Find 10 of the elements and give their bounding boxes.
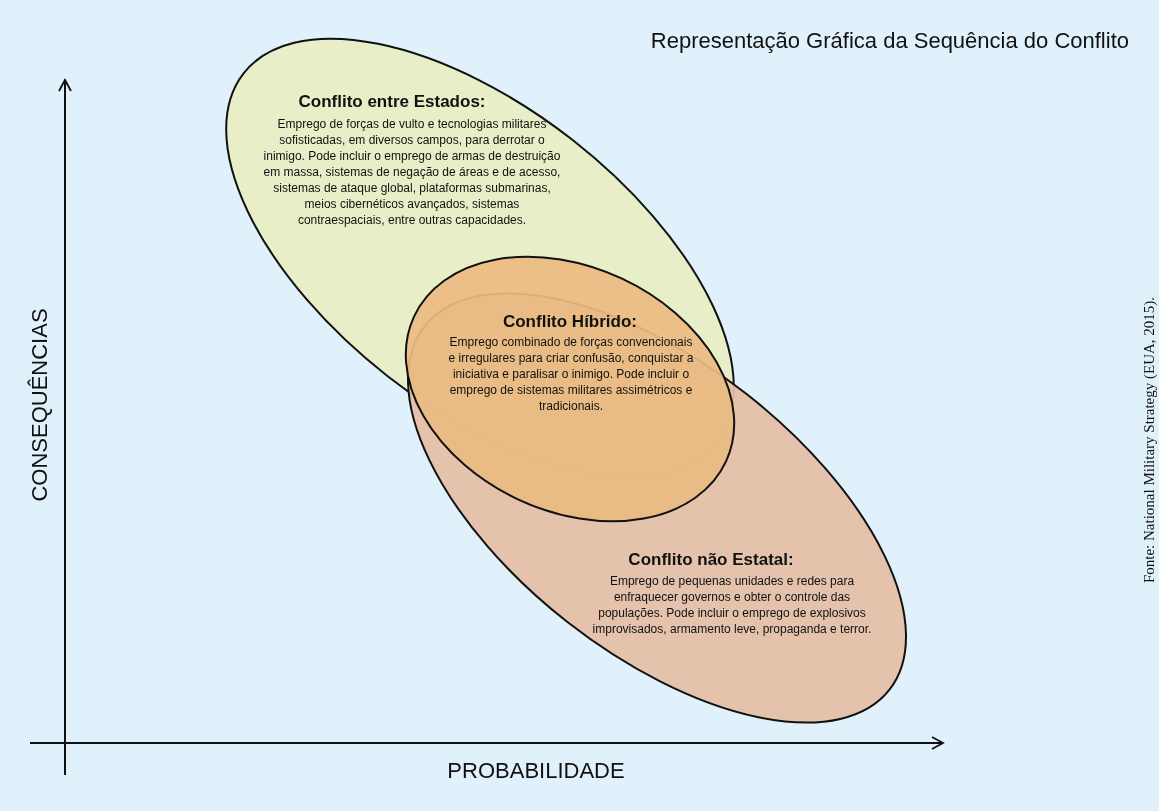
source-note: Fonte: National Military Strategy (EUA, 2015). [1140,296,1158,584]
category-description: Emprego de pequenas unidades e redes para enfraquecer governos e obter o controle das populações. Pode incluir o emprego de explosivos improvisados, armamento leve, propaganda e terror. [592,573,872,637]
category-description: Emprego de forças de vulto e tecnologias militares sofisticadas, em diversos campos, para derrotar o inimigo. Pode incluir o emprego de armas de destruição em massa, sistemas de negação de áreas e de acesso, sistemas de ataque global, plataformas submarinas, meios cibernéticos avançados, sistemas contraespaciais, entre outras capacidades. [262,116,562,228]
category-heading: Conflito não Estatal: [627,550,795,570]
x-axis-label: PROBABILIDADE [447,758,625,784]
category-heading: Conflito Híbrido: [501,312,639,332]
chart-title: Representação Gráfica da Sequência do Conflito [650,28,1129,54]
category-description: Emprego combinado de forças convencionais e irregulares para criar confusão, conquistar a iniciativa e paralisar o inimigo. Pode incluir o emprego de sistemas militares assimétricos e tradicionais. [448,334,694,414]
category-heading: Conflito entre Estados: [297,92,487,112]
y-axis-label: CONSEQUÊNCIAS [27,308,53,502]
